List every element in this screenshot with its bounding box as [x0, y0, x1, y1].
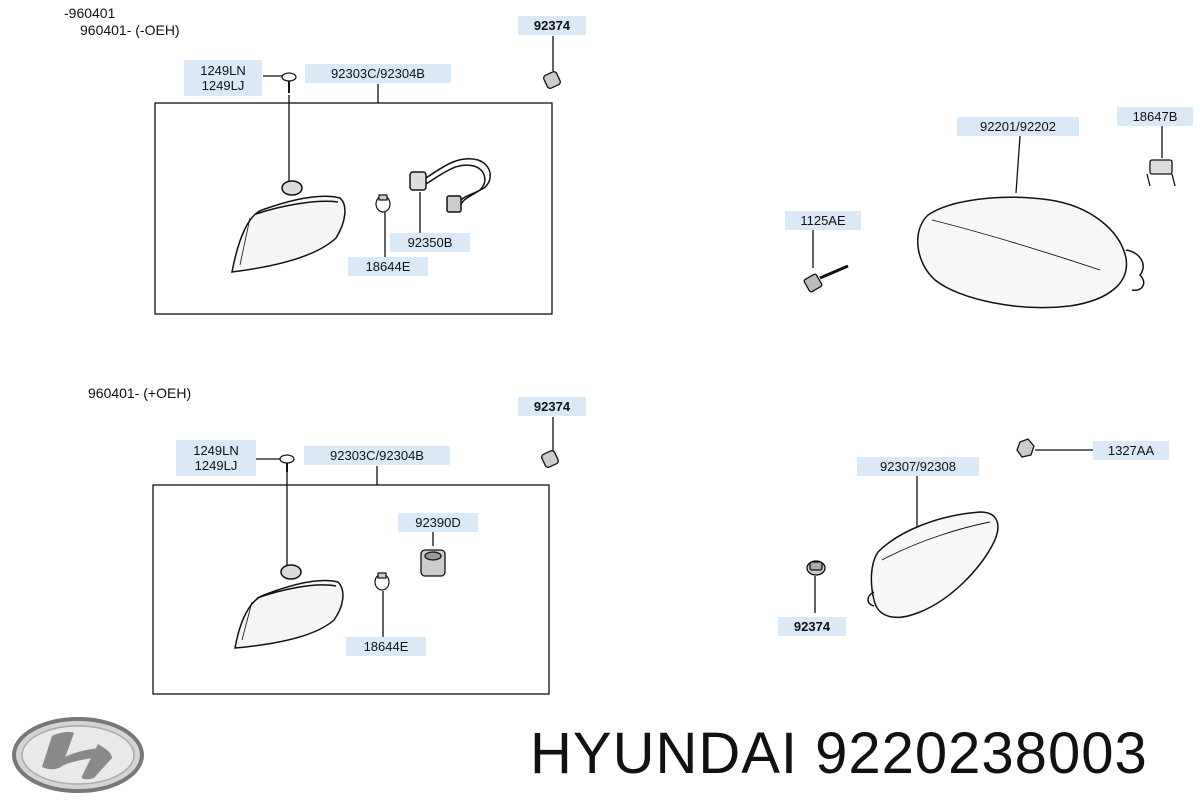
callout-lamp-bottom: 92303C/92304B	[304, 446, 450, 465]
callout-foglamp: 92201/92202	[957, 117, 1079, 136]
callout-socket-bottom: 92390D	[398, 513, 478, 532]
callout-side-lamp: 92307/92308	[857, 457, 979, 476]
side-holder-icon	[806, 560, 826, 576]
callout-screw-bottom-a: 1249LN	[193, 443, 239, 458]
top-group-frame	[154, 102, 553, 315]
fog-bolt-icon	[803, 264, 849, 293]
front-turn-lamp-bottom-icon	[234, 564, 344, 649]
callout-fog-bolt: 1125AE	[785, 211, 861, 230]
callout-screw-top-b: 1249LJ	[201, 78, 245, 93]
callout-bulb-top: 18644E	[348, 257, 428, 276]
bulb-holder-bottom-icon	[541, 450, 559, 468]
socket-bottom-icon	[420, 549, 446, 577]
bulb-top-icon	[375, 194, 391, 213]
callout-socket-wire-top: 92350B	[390, 233, 470, 252]
callout-screw-bottom: 1249LN 1249LJ	[176, 440, 256, 476]
fog-lamp-icon	[917, 196, 1145, 309]
callout-nut: 1327AA	[1093, 441, 1169, 460]
side-marker-lamp-icon	[867, 511, 999, 619]
nut-icon	[1016, 438, 1035, 458]
front-turn-lamp-top-icon	[231, 180, 346, 273]
callout-bulb-holder-top: 92374	[518, 16, 586, 35]
callout-screw-top: 1249LN 1249LJ	[184, 60, 262, 96]
callout-bulb-holder-bottom: 92374	[518, 397, 586, 416]
callout-fog-bulb: 18647B	[1117, 107, 1193, 126]
bulb-bottom-icon	[374, 572, 390, 591]
bottom-range-label: 960401- (+OEH)	[88, 385, 192, 401]
top-range-line1: -960401	[64, 5, 116, 21]
fog-bulb-icon	[1146, 159, 1176, 187]
socket-wire-top-icon	[409, 158, 491, 213]
hyundai-logo-icon	[12, 717, 144, 793]
callout-side-holder: 92374	[778, 617, 846, 636]
brand-part-number: HYUNDAI 9220238003	[530, 721, 1148, 786]
screw-top-icon	[281, 72, 297, 93]
callout-lamp-top: 92303C/92304B	[305, 64, 451, 83]
bottom-group-frame	[152, 484, 550, 695]
top-range-line2: 960401- (-OEH)	[80, 22, 180, 38]
screw-bottom-icon	[279, 454, 295, 472]
bulb-holder-top-icon	[543, 71, 561, 89]
callout-bulb-bottom: 18644E	[346, 637, 426, 656]
callout-screw-bottom-b: 1249LJ	[194, 458, 238, 473]
callout-screw-top-a: 1249LN	[200, 63, 246, 78]
